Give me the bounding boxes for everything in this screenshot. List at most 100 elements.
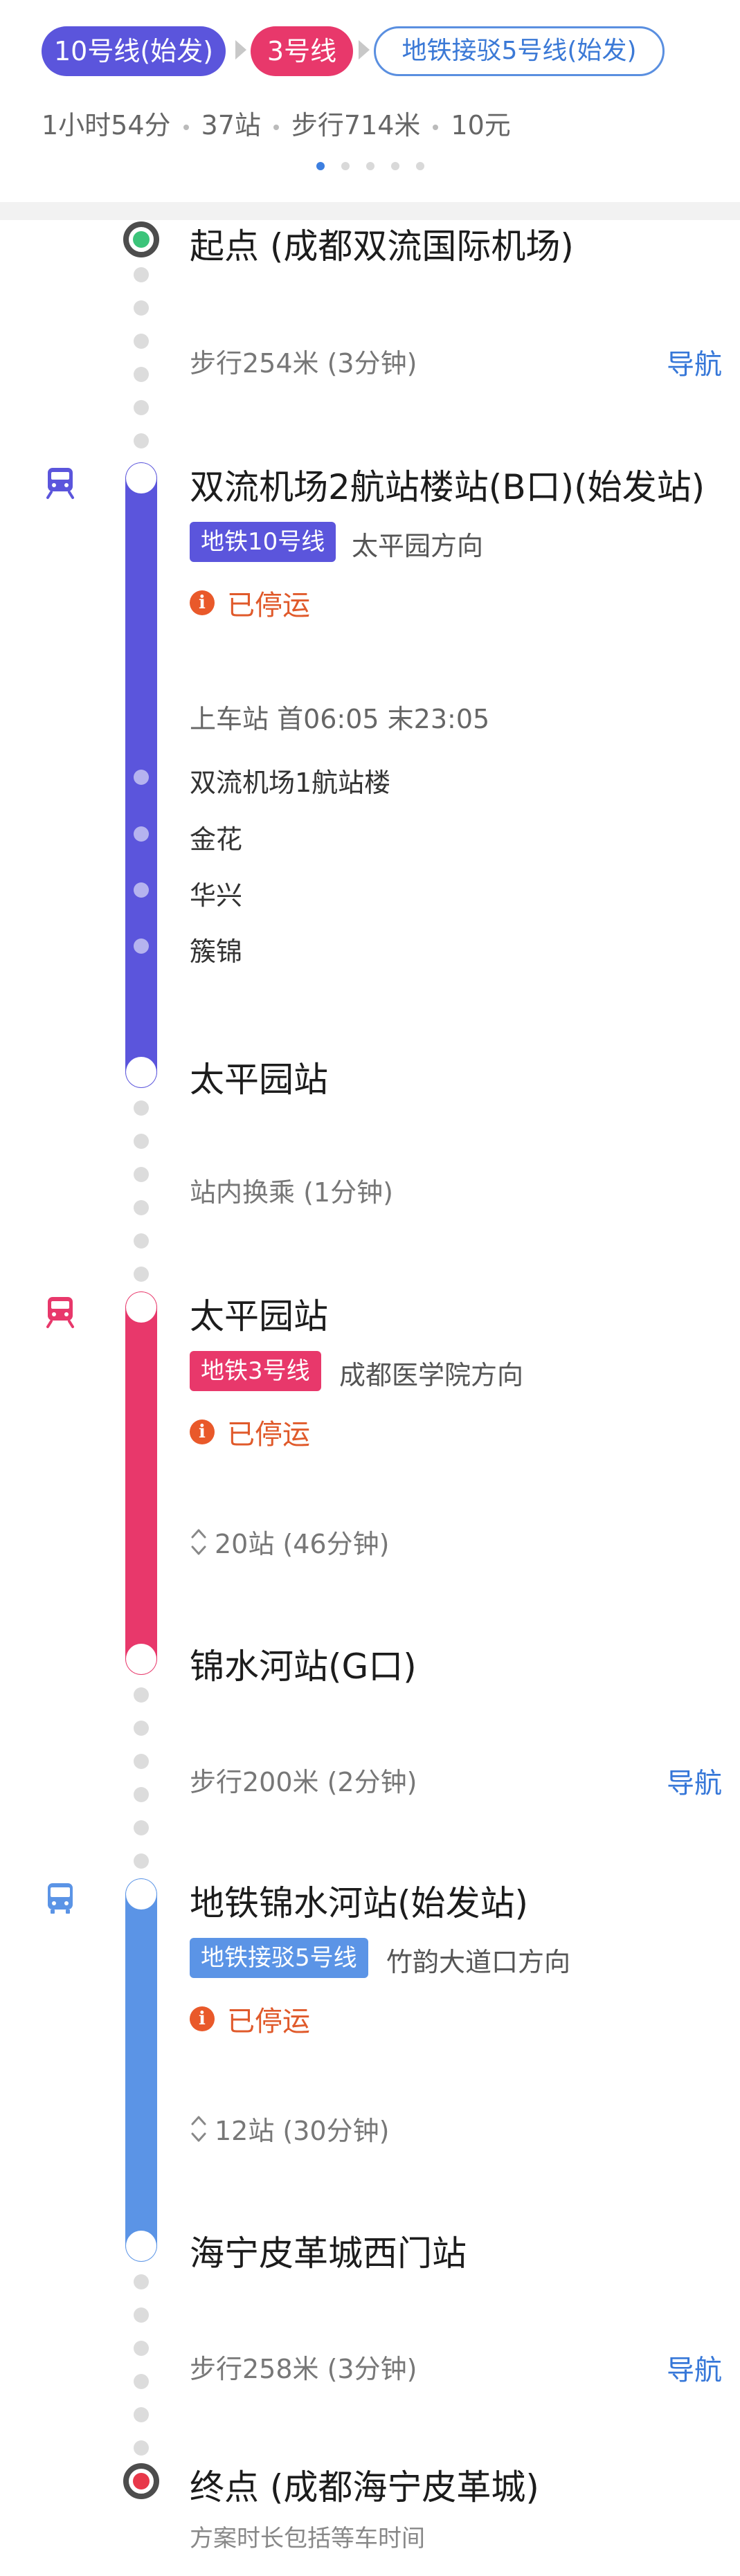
intermediate-stop: 双流机场1航站楼	[190, 768, 391, 798]
expand-toggle-icon	[191, 2116, 206, 2141]
stop-count-toggle[interactable]: 12站 (30分钟)	[190, 2110, 389, 2148]
stop-dot	[134, 826, 149, 842]
section-divider	[0, 202, 740, 220]
stop-dot	[134, 938, 149, 954]
board-station[interactable]: 双流机场2航站楼站(B口)(始发站)	[190, 467, 705, 507]
transfer-dot	[134, 1233, 149, 1249]
walk-dot	[134, 400, 149, 415]
line-feeder-5-track	[125, 1878, 157, 2262]
page-dot[interactable]	[341, 162, 350, 170]
walk-dot	[134, 334, 149, 349]
page-indicator[interactable]	[0, 162, 740, 170]
line-direction: 成都医学院方向	[339, 1360, 524, 1390]
subway-icon	[46, 1297, 74, 1328]
summary-walk: 步行714米	[291, 110, 421, 140]
board-station[interactable]: 太平园站	[190, 1296, 328, 1336]
walk-segment-1[interactable]: 步行254米 (3分钟)	[190, 348, 417, 379]
page-dot[interactable]	[390, 162, 399, 170]
walk-dot	[134, 2374, 149, 2389]
stop-dot	[134, 882, 149, 898]
line-pill-feeder-5[interactable]: 地铁接驳5号线(始发)	[374, 26, 665, 76]
line-badge[interactable]: 地铁3号线	[190, 1351, 321, 1391]
summary-duration: 1小时54分	[42, 110, 171, 140]
status-text: 已停运	[227, 1419, 310, 1451]
stop-count-toggle[interactable]: 20站 (46分钟)	[190, 1523, 389, 1561]
alight-node	[126, 1057, 156, 1087]
walk-dot	[134, 1687, 149, 1703]
stop-dot	[134, 770, 149, 785]
alight-station[interactable]: 太平园站	[190, 1060, 328, 1100]
walk-dot	[134, 1787, 149, 1802]
board-info: 上车站 首06:05 末23:05	[190, 704, 490, 734]
route-header: 10号线(始发) 3号线 地铁接驳5号线(始发) 1小时54分 37站步行714米…	[0, 0, 740, 202]
transfer-dot	[134, 1167, 149, 1182]
end-label: 终点 (成都海宁皮革城)	[190, 2467, 539, 2507]
transfer-segment: 站内换乘 (1分钟)	[190, 1177, 393, 1208]
page-dot-active[interactable]	[316, 162, 325, 170]
walk-segment-2[interactable]: 步行200米 (2分钟)	[190, 1767, 417, 1797]
intermediate-stop: 华兴	[190, 880, 243, 911]
route-summary: 1小时54分 37站步行714米 10元	[42, 104, 511, 142]
line-3-track	[125, 1291, 157, 1675]
line-pill-3[interactable]: 3号线	[251, 26, 353, 76]
status-text: 已停运	[227, 2006, 310, 2038]
transfer-dot	[134, 1134, 149, 1149]
line-direction: 太平园方向	[352, 531, 484, 561]
separator-dot	[273, 124, 279, 130]
walk-dot	[134, 433, 149, 448]
intermediate-stop: 簇锦	[190, 936, 243, 967]
transfer-dot	[134, 1200, 149, 1215]
warning-icon: i	[190, 1419, 215, 1444]
transfer-dot	[134, 1267, 149, 1282]
bus-icon	[48, 1883, 73, 1914]
stop-count-text: 20站 (46分钟)	[215, 1529, 390, 1559]
walk-dot	[134, 300, 149, 316]
status-text: 已停运	[227, 590, 310, 622]
board-node	[126, 1879, 156, 1910]
alight-station[interactable]: 锦水河站(G口)	[190, 1647, 417, 1687]
walk-dot	[134, 2407, 149, 2422]
walk-dot	[134, 1754, 149, 1769]
warning-icon: i	[190, 590, 215, 615]
separator-dot	[433, 124, 439, 130]
line-badge[interactable]: 地铁接驳5号线	[190, 1938, 368, 1978]
alight-node	[126, 1644, 156, 1674]
duration-note: 方案时长包括等车时间	[190, 2525, 425, 2552]
warning-icon: i	[190, 2006, 215, 2031]
walk-dot	[134, 1820, 149, 1835]
summary-stations: 37站	[201, 110, 261, 140]
subway-icon	[46, 468, 74, 499]
walk-dot	[134, 2307, 149, 2323]
service-status: i 已停运	[190, 583, 310, 623]
walk-dot	[134, 2440, 149, 2456]
navigate-button[interactable]: 导航	[667, 1768, 722, 1799]
summary-fare: 10元	[451, 110, 511, 140]
board-station[interactable]: 地铁锦水河站(始发站)	[190, 1883, 529, 1923]
alight-node	[126, 2231, 156, 2261]
line-badge[interactable]: 地铁10号线	[190, 522, 336, 562]
service-status: i 已停运	[190, 1999, 310, 2039]
walk-dot	[134, 367, 149, 382]
page-dot[interactable]	[366, 162, 374, 170]
walk-dot	[134, 1853, 149, 1869]
navigate-button[interactable]: 导航	[667, 349, 722, 381]
walk-dot	[134, 2341, 149, 2356]
end-point-marker	[123, 2463, 159, 2499]
intermediate-stop: 金花	[190, 824, 243, 855]
line-pill-10[interactable]: 10号线(始发)	[42, 26, 226, 76]
board-node	[126, 1292, 156, 1323]
service-status: i 已停运	[190, 1412, 310, 1452]
page-dot[interactable]	[415, 162, 424, 170]
separator-dot	[183, 124, 189, 130]
transfer-dot	[134, 1100, 149, 1116]
walk-segment-3[interactable]: 步行258米 (3分钟)	[190, 2354, 417, 2384]
alight-station[interactable]: 海宁皮革城西门站	[190, 2233, 467, 2274]
walk-dot	[134, 2274, 149, 2289]
expand-toggle-icon	[191, 1529, 206, 1554]
navigate-button[interactable]: 导航	[667, 2355, 722, 2386]
start-label: 起点 (成都双流国际机场)	[190, 226, 574, 266]
walk-dot	[134, 267, 149, 282]
line-direction: 竹韵大道口方向	[386, 1947, 571, 1977]
chevron-right-icon	[235, 40, 246, 60]
stop-count-text: 12站 (30分钟)	[215, 2116, 390, 2146]
